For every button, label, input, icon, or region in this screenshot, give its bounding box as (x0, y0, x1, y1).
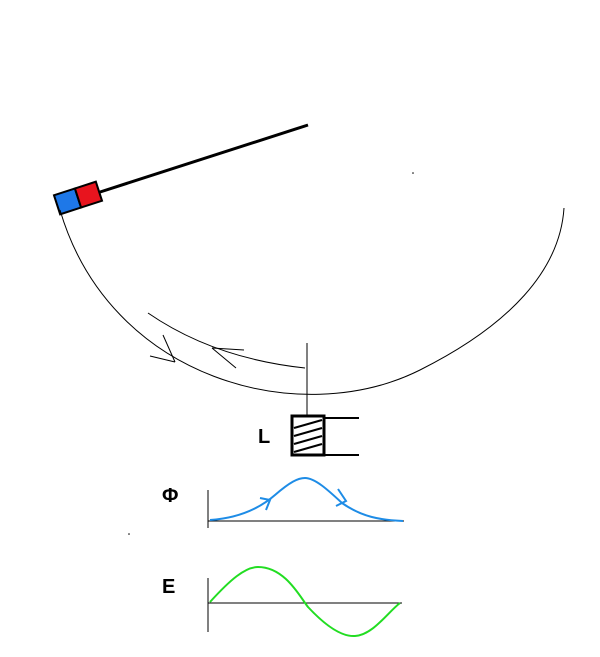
magnet (52, 180, 104, 216)
magnet-north-pole (73, 180, 104, 209)
motion-arrow-1 (149, 334, 176, 363)
flux-curve (209, 476, 404, 522)
flux-label: Φ (162, 485, 178, 507)
emf-label: E (162, 576, 175, 598)
swing-path-arc (59, 207, 565, 395)
pendulum-rod (96, 123, 309, 195)
arrow-head-icon (211, 347, 237, 369)
stray-dot (412, 172, 414, 174)
coil-label: L (258, 426, 270, 448)
stray-dot (128, 533, 130, 535)
arrow-head-icon (211, 347, 245, 351)
motion-arrow-2 (211, 347, 245, 369)
coil (290, 414, 359, 457)
emf-curve (209, 565, 401, 638)
arrow-head-icon (335, 488, 348, 507)
arrow-head-icon (259, 497, 272, 511)
arrow-head-icon (162, 334, 176, 363)
motion-path-arc (147, 312, 306, 369)
arrow-head-icon (149, 355, 176, 363)
